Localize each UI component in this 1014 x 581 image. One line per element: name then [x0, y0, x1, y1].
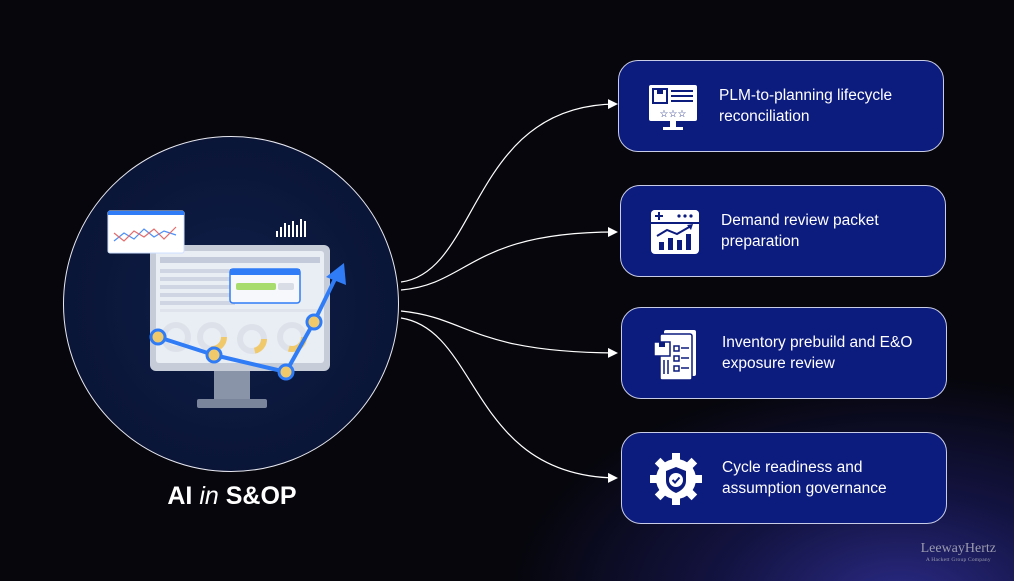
- demand-report-chart-icon: [651, 210, 699, 254]
- card-label: Inventory prebuild and E&O exposure revi…: [722, 334, 913, 372]
- brand-logo: LeewayHertz A Hackett Group Company: [921, 541, 996, 563]
- card-label: Cycle readiness and assumption governanc…: [722, 459, 887, 497]
- inventory-checklist-icon: [653, 330, 696, 381]
- card-demand-review: Demand review packet preparation: [620, 185, 946, 277]
- connector-2: [400, 227, 618, 291]
- svg-text:☆☆☆: ☆☆☆: [660, 109, 687, 120]
- connector-4: [400, 317, 618, 483]
- card-label: PLM-to-planning lifecycle reconciliation: [719, 87, 893, 125]
- brand-tagline: A Hackett Group Company: [925, 557, 991, 563]
- connector-3: [400, 310, 618, 358]
- card-label: Demand review packet preparation: [721, 212, 879, 250]
- card-inventory-prebuild: Inventory prebuild and E&O exposure revi…: [621, 307, 947, 399]
- monitor-dashboard-illustration: [107, 210, 346, 408]
- product-rating-monitor-icon: ☆☆☆: [649, 85, 697, 130]
- ai-sop-hub-circle: [63, 136, 399, 472]
- hub-title: AI in S&OP: [167, 482, 297, 510]
- card-cycle-readiness: Cycle readiness and assumption governanc…: [621, 432, 947, 524]
- gear-check-icon: [650, 453, 702, 505]
- brand-name: LeewayHertz: [920, 541, 996, 556]
- connector-1: [400, 99, 618, 283]
- card-plm-reconciliation: ☆☆☆ PLM-to-planning lifecycle reconcilia…: [618, 60, 944, 152]
